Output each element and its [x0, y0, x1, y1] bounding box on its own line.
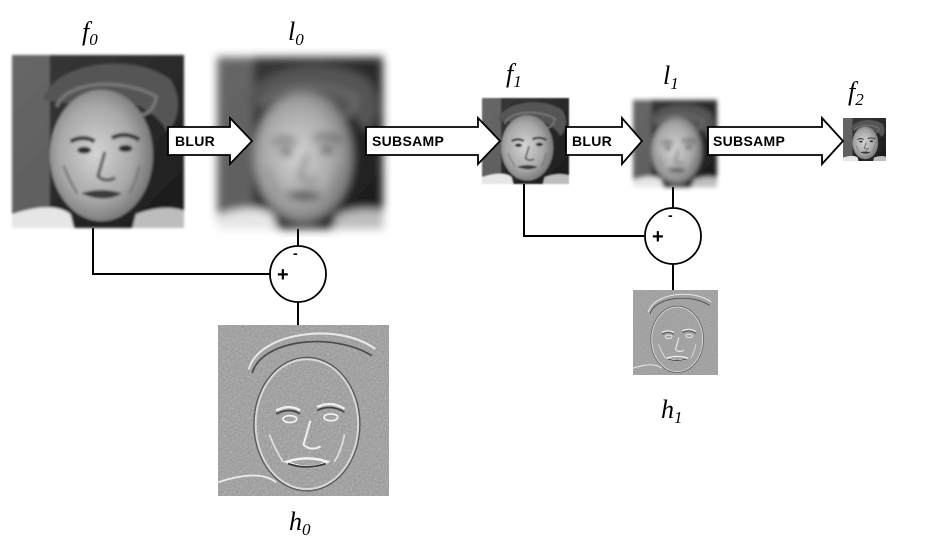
arrow-label-subsamp-0: SUBSAMP [372, 133, 444, 149]
image-h0 [218, 325, 389, 496]
arrow-shape [707, 115, 845, 167]
label-f2: f2 [848, 77, 864, 109]
adder-circle [644, 207, 702, 265]
label-f1: f1 [506, 59, 522, 91]
wire-f1-to-adder1 [523, 184, 644, 237]
arrow-shape [365, 115, 502, 167]
arrow-subsamp-1: SUBSAMP [707, 115, 845, 167]
adder-1: + - [644, 207, 702, 265]
image-f0 [12, 55, 184, 228]
arrow-label-blur-1: BLUR [572, 133, 612, 149]
adder-plus-sign: + [652, 226, 664, 248]
arrow-blur-0: BLUR [167, 115, 254, 167]
arrow-subsamp-0: SUBSAMP [365, 115, 502, 167]
arrow-label-subsamp-1: SUBSAMP [713, 133, 785, 149]
adder-minus-sign: - [668, 207, 673, 223]
image-h1 [633, 290, 718, 375]
arrow-label-blur-0: BLUR [175, 133, 215, 149]
adder-circle [269, 245, 327, 303]
adder-plus-sign: + [277, 264, 289, 286]
label-h1: h1 [661, 395, 683, 427]
label-f0: f0 [82, 17, 98, 49]
label-l0: l0 [288, 17, 304, 49]
image-f2 [842, 117, 887, 162]
label-l1: l1 [663, 61, 679, 93]
arrow-shape [565, 115, 644, 167]
label-h0: h0 [289, 507, 311, 539]
image-l1 [631, 98, 719, 189]
wires [92, 184, 674, 325]
adder-minus-sign: - [293, 245, 298, 261]
arrow-blur-1: BLUR [565, 115, 644, 167]
adder-0: + - [269, 245, 327, 303]
wire-f0-to-adder0 [92, 228, 270, 275]
arrow-shape [167, 115, 254, 167]
